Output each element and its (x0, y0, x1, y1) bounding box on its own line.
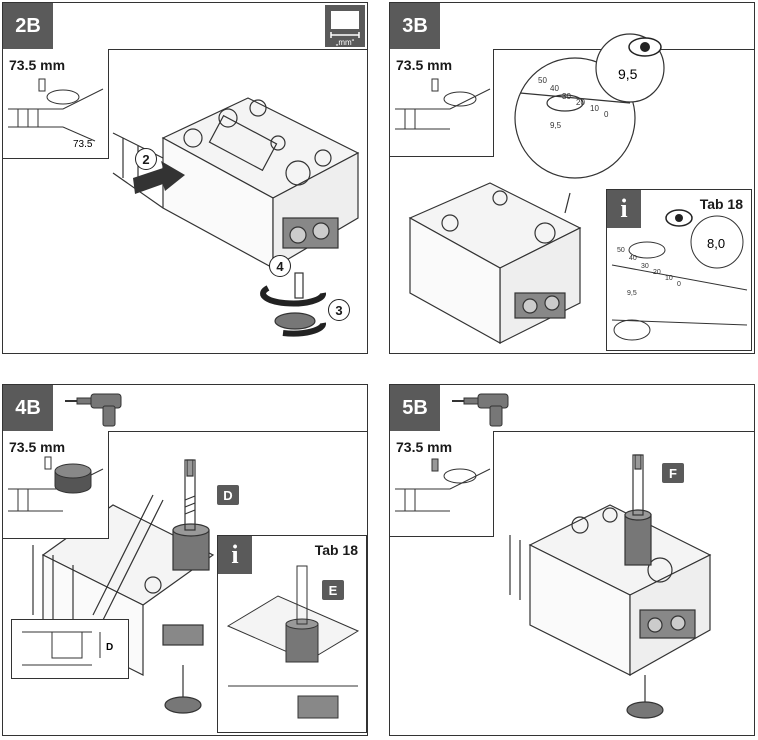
callout-f: F (662, 463, 684, 483)
scale-label: 50 (617, 247, 625, 254)
step-badge-5b: 5B (390, 385, 440, 431)
scale-label: 9,5 (550, 121, 562, 130)
panel-3b: 3B 9,5 50 40 30 20 10 0 9,5 (389, 2, 755, 354)
dimension-value: 73.5 (73, 139, 93, 150)
eye-value: 9,5 (618, 66, 638, 82)
eye-icon (628, 37, 662, 57)
panel-2b: 2B „mm“ (2, 2, 368, 354)
inset-label: 73.5 mm (396, 57, 453, 73)
dimension-inset: 73.5 mm (3, 431, 109, 539)
info-subpanel: i Tab 18 8,0 50 40 30 20 10 0 9,5 (606, 189, 752, 351)
scale-label: 0 (677, 281, 681, 288)
drill-icon (452, 393, 509, 427)
dimension-inset: 73.5 mm (390, 49, 494, 157)
ruler-mm-icon: „mm“ (325, 5, 365, 47)
panel-4b: 4B D 73.5 mm (2, 384, 368, 736)
scale-label: 20 (576, 98, 585, 107)
eye-icon (665, 209, 693, 227)
info-icon: i (607, 190, 641, 228)
unit-badge-text: „mm“ (336, 38, 355, 47)
header-divider (3, 49, 367, 50)
step-marker-3: 3 (328, 299, 350, 321)
inset-label: 73.5 mm (9, 57, 66, 73)
step-badge-4b: 4B (3, 385, 53, 431)
header-divider (3, 431, 367, 432)
info-eye-value: 8,0 (707, 236, 725, 251)
depth-detail: D (11, 619, 129, 679)
info-illustration: 8,0 50 40 30 20 10 0 9,5 (611, 209, 748, 341)
scale-label: 10 (590, 104, 599, 113)
scale-label: 20 (653, 269, 661, 276)
scale-label: 9,5 (627, 290, 637, 297)
step-badge-3b: 3B (390, 3, 440, 49)
panel-5b-illustration (509, 454, 712, 719)
panel-2b-illustration (112, 97, 360, 337)
scale-label: 0 (604, 110, 609, 119)
header-divider (390, 49, 754, 50)
inset-label: 73.5 mm (9, 439, 66, 455)
drill-icon (65, 393, 122, 427)
ruler-mm-graphic: „mm“ (330, 11, 360, 47)
inset-graphic (395, 458, 491, 512)
depth-label: D (106, 642, 113, 653)
scale-label: 30 (641, 263, 649, 270)
info-tab-label: Tab 18 (699, 196, 743, 212)
scale-label: 40 (550, 84, 559, 93)
inset-graphic: 73.5 (8, 78, 104, 150)
scale-label: 30 (562, 92, 571, 101)
dimension-inset: 73.5 mm (390, 431, 494, 537)
step-badge-2b: 2B (3, 3, 53, 49)
inset-graphic (395, 78, 491, 130)
info-subpanel: i Tab 18 E (217, 535, 367, 733)
inset-graphic (8, 456, 104, 512)
panel-5b: 5B F 73.5 mm (389, 384, 755, 736)
info-tab-label: Tab 18 (314, 542, 358, 558)
step-marker-4: 4 (269, 255, 291, 277)
dimension-inset: 73.5 mm 73.5 (3, 49, 109, 159)
scale-label: 40 (629, 255, 637, 262)
push-arrow (133, 161, 185, 194)
scale-label: 50 (538, 76, 547, 85)
depth-detail-graphic: D (22, 631, 113, 666)
scale-label: 10 (665, 275, 673, 282)
info-illustration (226, 565, 360, 719)
callout-e: E (322, 580, 344, 600)
step-marker-2: 2 (135, 148, 157, 170)
panel-3b-illustration: 9,5 50 40 30 20 10 0 9,5 (408, 33, 665, 345)
callout-d: D (217, 485, 239, 505)
info-icon: i (218, 536, 252, 574)
inset-label: 73.5 mm (396, 439, 453, 455)
header-divider (390, 431, 754, 432)
